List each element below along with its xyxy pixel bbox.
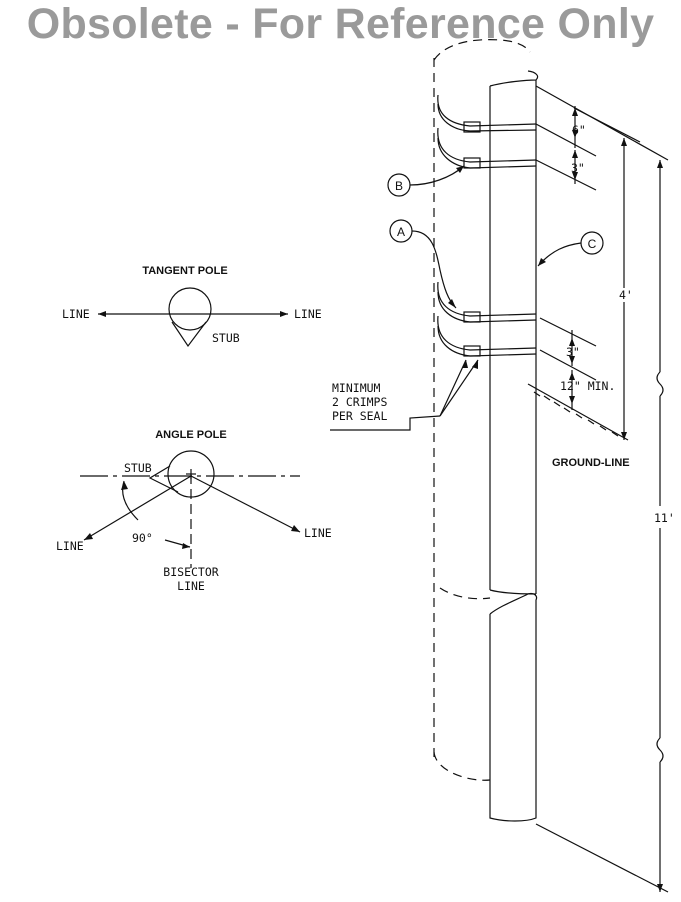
dim-arrow-icon <box>569 356 575 364</box>
arrow-left-icon <box>98 311 106 317</box>
dim-arrow-icon <box>657 884 663 892</box>
dim-arrow-icon <box>572 108 578 116</box>
line-left <box>83 475 192 541</box>
crimps-note-line-1: MINIMUM <box>332 381 381 395</box>
bisector-arrow-icon <box>182 543 190 549</box>
dim-11ft-break-2 <box>656 737 664 763</box>
bisector-label-2: LINE <box>177 579 205 593</box>
band-4-inner <box>437 325 537 357</box>
band-3-seal <box>463 311 481 323</box>
ext-line-band4 <box>539 349 597 381</box>
crimps-note-bracket <box>330 415 441 431</box>
angle-pole-detail: ANGLE POLE STUB LINE LINE 90° BISECTOR L… <box>56 429 332 593</box>
callout-a-label: A <box>397 225 405 239</box>
wrap-lower <box>489 592 538 822</box>
ext-line-4ft-top <box>573 107 641 143</box>
line-right <box>190 475 301 533</box>
tangent-pole-title: TANGENT POLE <box>142 265 227 277</box>
arrow-right-icon <box>280 311 288 317</box>
ext-line-bottom <box>535 823 669 893</box>
band-3-curve <box>437 281 537 317</box>
angle-90-label: 90° <box>132 531 153 545</box>
dim-12in-label: 12" MIN. <box>560 379 615 393</box>
dim-11ft-break-1 <box>656 371 664 397</box>
dim-arrow-icon <box>572 150 578 158</box>
watermark: Obsolete - For Reference Only <box>26 0 655 48</box>
dim-3in-bottom-label: 3" <box>566 345 580 359</box>
callouts: B A C <box>387 165 604 309</box>
arrow-right-icon <box>291 525 300 532</box>
band-1-inner <box>437 103 537 132</box>
band-2-inner <box>437 137 537 169</box>
leader-arrow-icon <box>448 299 456 308</box>
dim-arrow-icon <box>569 372 575 380</box>
band-1-curve <box>437 94 537 127</box>
pole-top <box>433 39 531 61</box>
dim-arrow-icon <box>657 160 663 168</box>
band-3-inner <box>437 291 537 323</box>
band-2-curve <box>437 127 537 163</box>
pole-joint <box>439 587 491 600</box>
ground-line <box>527 383 629 441</box>
angle-stub-label: STUB <box>124 461 152 475</box>
dim-11ft-label: 11' <box>654 511 675 525</box>
dim-4ft-label: 4' <box>619 288 633 302</box>
ground-line-label: GROUND-LINE <box>552 457 630 469</box>
callout-a-leader <box>411 230 457 309</box>
leader-arrow-icon <box>462 360 468 368</box>
crimps-leader-1 <box>439 359 467 417</box>
band-2-seal <box>463 157 481 169</box>
band-4-seal <box>463 345 481 357</box>
dim-3in-top-label: 3" <box>571 161 585 175</box>
angle-arrow-icon <box>121 481 128 490</box>
tangent-line-right-label: LINE <box>294 307 322 321</box>
dim-arrow-icon <box>621 432 627 440</box>
ext-line-band1 <box>535 123 597 157</box>
leader-arrow-icon <box>472 360 478 369</box>
tangent-stub-shape <box>171 321 207 348</box>
callout-b-label: B <box>395 179 403 193</box>
angle-stub-shape <box>148 465 179 493</box>
dim-6in-label: 6" <box>572 123 586 137</box>
ground-hatching <box>533 391 619 437</box>
tangent-pole-circle <box>168 287 212 331</box>
tangent-pole-detail: TANGENT POLE LINE LINE STUB <box>62 265 322 348</box>
angle-line-left-label: LINE <box>56 539 84 553</box>
dim-arrow-icon <box>569 396 575 404</box>
crimps-note-line-2: 2 CRIMPS <box>332 395 387 409</box>
angle-line-right-label: LINE <box>304 526 332 540</box>
dim-arrow-icon <box>621 138 627 146</box>
dim-arrow-icon <box>572 130 578 138</box>
leader-arrow-icon <box>538 258 546 266</box>
wrap-upper-top <box>489 70 539 87</box>
dim-4ft-gap <box>616 288 632 302</box>
ext-line-band3 <box>539 317 597 347</box>
band-1-seal <box>463 121 481 133</box>
dimensions: 6" 3" 3" 12" MIN. GROUND-LINE <box>527 85 675 893</box>
crimps-note-line-3: PER SEAL <box>332 409 387 423</box>
pole-elevation <box>433 39 539 822</box>
tangent-stub-label: STUB <box>212 331 240 345</box>
angle-pole-title: ANGLE POLE <box>155 429 227 441</box>
tangent-line-left-label: LINE <box>62 307 90 321</box>
dim-arrow-icon <box>569 338 575 346</box>
pole-bottom <box>433 751 491 781</box>
ext-line-band2 <box>535 159 597 191</box>
bisector-label-1: BISECTOR <box>163 565 218 579</box>
callout-c-label: C <box>588 237 597 251</box>
dim-arrow-icon <box>572 172 578 180</box>
crimps-leader-2 <box>439 359 479 417</box>
arrow-left-icon <box>84 533 93 540</box>
callout-b-leader <box>409 165 465 186</box>
leader-arrow-icon <box>456 166 464 173</box>
band-4-curve <box>437 315 537 351</box>
wrap-lower-curl <box>489 593 529 615</box>
crimps-note: MINIMUM 2 CRIMPS PER SEAL <box>330 359 479 431</box>
